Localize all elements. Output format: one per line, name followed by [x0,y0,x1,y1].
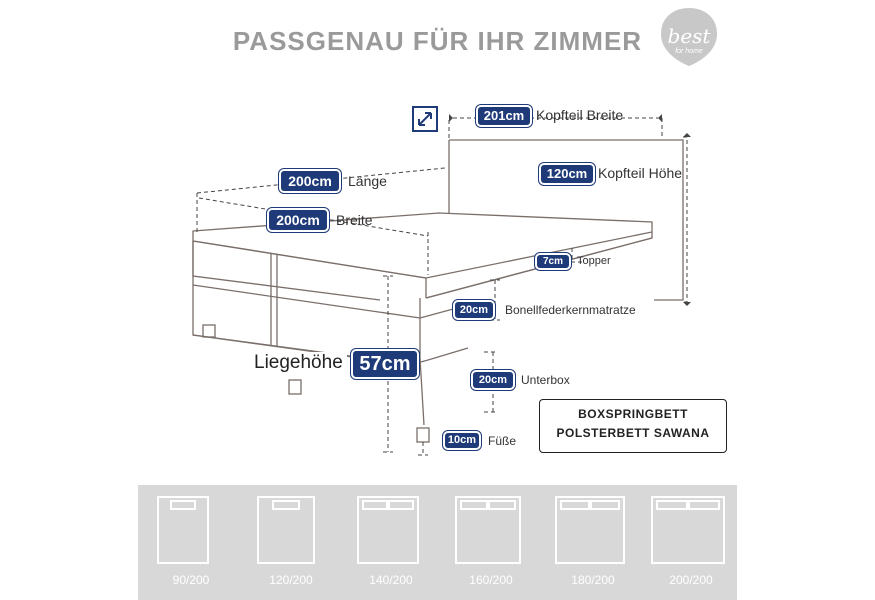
label-kopfteil-breite: Kopfteil Breite [536,107,624,123]
topper-outline [192,212,653,279]
badge-topper: 7cm [537,255,569,268]
logo-badge-shape [661,8,717,66]
label-unterbox: Unterbox [521,373,570,387]
size-label: 200/200 [669,573,713,587]
label-laenge: Länge [348,173,387,189]
badge-matratze: 20cm [455,302,493,318]
label-topper: Topper [577,255,611,267]
size-label: 90/200 [172,573,210,587]
label-matratze: Bonellfederkernmatratze [505,303,636,317]
badge-unterbox: 20cm [473,372,513,388]
size-label: 120/200 [269,573,313,587]
label-kopfteil-hoehe: Kopfteil Höhe [598,165,683,181]
foot-mid [288,379,302,395]
badge-liegehoehe: 57cm [353,351,417,377]
badge-kopfteil-breite: 201cm [478,107,530,125]
size-label: 140/200 [369,573,413,587]
product-line-2: POLSTERBETT SAWANA [556,426,710,440]
product-line-1: BOXSPRINGBETT [578,407,688,421]
bed-size-icon [257,496,315,564]
expand-diagonal-icon [412,106,438,132]
badge-breite: 200cm [269,210,327,230]
dim-topper [571,248,582,263]
bed-size-icon [555,496,625,564]
size-label: 160/200 [469,573,513,587]
logo-subtext: for home [675,48,703,55]
headline: PASSGENAU FÜR IHR ZIMMER [232,26,643,56]
foot-front [416,427,430,443]
badge-laenge: 200cm [281,171,339,191]
headboard-outline [448,139,684,301]
dim-matratze [490,279,500,321]
label-fuesse: Füße [488,434,517,448]
badge-fuesse: 10cm [445,433,479,448]
dim-fuesse [418,442,428,456]
label-liegehoehe: Liegehöhe [250,352,347,374]
bed-size-icon [651,496,725,564]
foot-left [202,324,216,338]
product-title-box: BOXSPRINGBETT POLSTERBETT SAWANA [539,399,727,453]
brand-logo: best for home [659,6,719,68]
box-seam [270,254,278,346]
label-breite: Breite [336,212,373,228]
logo-text: best [667,24,711,48]
bed-size-icon [157,496,209,564]
bed-size-icon [455,496,521,564]
dim-breite [196,193,429,275]
size-strip: 90/200 120/200 140/200 160/200 180/200 [138,485,737,600]
badge-kopfteil-hoehe: 120cm [541,165,593,183]
size-label: 180/200 [571,573,615,587]
bed-size-icon [357,496,419,564]
